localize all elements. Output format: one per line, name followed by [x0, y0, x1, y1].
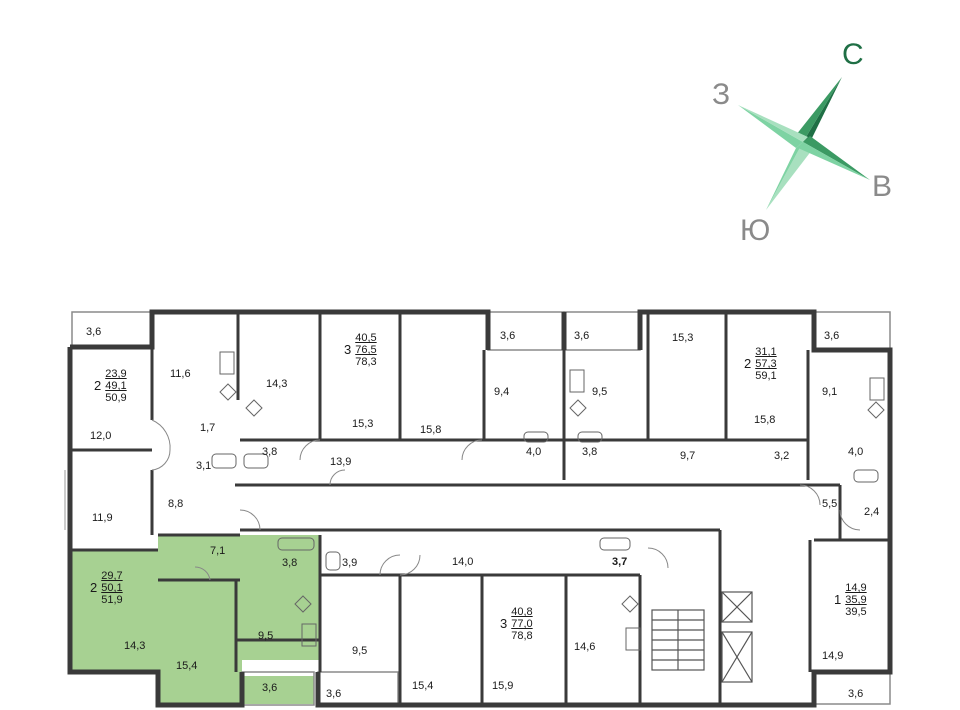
compass-east-needle	[803, 136, 870, 180]
room-area-label: 15,8	[754, 414, 776, 426]
room-area-label: 4,0	[526, 446, 542, 458]
living-area: 40,8	[511, 606, 533, 618]
stove-icon	[219, 351, 885, 651]
total-area: 35,9	[845, 594, 867, 606]
total-area-balcony: 78,3	[355, 356, 377, 368]
room-area-label: 14,3	[266, 378, 288, 390]
compass-west-label: З	[712, 78, 731, 111]
total-area: 49,1	[105, 380, 127, 392]
walls	[67, 309, 893, 708]
room-area-label: 13,9	[330, 456, 352, 468]
room-area-label: 11,9	[92, 512, 113, 524]
room-area-label: 3,7	[612, 556, 628, 568]
room-area-label: 5,5	[822, 498, 838, 510]
room-area-label: 3,8	[582, 446, 598, 458]
room-area-label: 14,3	[124, 640, 146, 652]
compass-north-label: С	[842, 38, 864, 71]
room-area-label: 15,4	[176, 660, 198, 672]
room-count: 3	[344, 342, 352, 357]
room-count: 1	[834, 592, 842, 607]
living-area: 31,1	[755, 346, 777, 358]
total-area-balcony: 50,9	[105, 392, 127, 404]
room-area-label: 14,6	[574, 641, 596, 653]
room-area-label: 3,6	[848, 688, 864, 700]
room-area-label: 8,8	[168, 498, 184, 510]
room-area-label: 2,4	[864, 506, 880, 518]
room-area-label: 14,0	[452, 556, 474, 568]
room-area-label: 15,9	[492, 680, 514, 692]
room-area-label: 9,5	[592, 386, 608, 398]
room-count: 2	[744, 356, 752, 371]
room-area-label: 9,5	[258, 630, 274, 642]
room-area-label: 12,0	[90, 430, 112, 442]
room-area-label: 11,6	[170, 368, 191, 380]
living-area: 40,5	[355, 332, 377, 344]
interior-walls	[72, 312, 890, 705]
compass-south-needle	[766, 142, 812, 210]
room-area-label: 3,6	[824, 330, 840, 342]
living-area: 23,9	[105, 368, 127, 380]
room-area-label: 3,2	[774, 450, 790, 462]
room-count: 2	[94, 378, 102, 393]
room-area-label: 15,3	[352, 418, 374, 430]
room-area-label: 1,7	[200, 422, 216, 434]
room-area-label: 9,7	[680, 450, 696, 462]
total-area-balcony: 39,5	[845, 606, 867, 618]
compass-west-needle	[738, 105, 803, 148]
room-area-label: 9,1	[822, 386, 838, 398]
room-area-label: 3,6	[262, 682, 278, 694]
room-area-label: 4,0	[848, 446, 864, 458]
elevator-icon	[721, 591, 753, 683]
room-area-label: 3,6	[574, 330, 590, 342]
total-area: 50,1	[101, 582, 123, 594]
living-area: 29,7	[101, 570, 123, 582]
compass-east-label: В	[872, 170, 893, 203]
room-area-label: 3,6	[326, 688, 342, 700]
compass-rose-icon	[738, 77, 870, 210]
room-count: 2	[90, 580, 98, 595]
total-area-balcony: 51,9	[101, 594, 123, 606]
sink-icon	[219, 383, 885, 613]
staircase-icon	[651, 609, 705, 671]
total-area: 57,3	[755, 358, 777, 370]
compass-east-needle-light	[798, 142, 870, 180]
room-area-label: 7,1	[210, 545, 226, 557]
compass-south-label: Ю	[740, 214, 771, 247]
room-area-label: 3,8	[282, 557, 298, 569]
room-area-label: 9,5	[352, 645, 368, 657]
room-area-label: 3,8	[262, 446, 278, 458]
total-area: 76,5	[355, 344, 377, 356]
room-area-label: 9,4	[494, 386, 510, 398]
compass-north-needle-light	[796, 77, 842, 142]
highlighted-apartment	[72, 535, 320, 705]
room-area-label: 14,9	[822, 650, 844, 662]
room-area-label: 3,1	[196, 460, 212, 472]
room-area-label: 3,9	[342, 557, 358, 569]
door-swings	[151, 419, 861, 581]
compass-south-needle-dark	[766, 142, 803, 210]
total-area-balcony: 78,8	[511, 630, 533, 642]
room-area-label: 3,6	[500, 330, 516, 342]
room-count: 3	[500, 616, 508, 631]
compass-west-needle-dark	[738, 105, 808, 142]
living-area: 14,9	[845, 582, 867, 594]
room-area-label: 15,4	[412, 680, 434, 692]
bathtub-icon	[211, 431, 879, 571]
total-area-balcony: 59,1	[755, 370, 777, 382]
room-area-label: 15,8	[420, 424, 442, 436]
room-area-label: 3,6	[86, 326, 102, 338]
room-area-label: 15,3	[672, 332, 694, 344]
total-area: 77,0	[511, 618, 533, 630]
